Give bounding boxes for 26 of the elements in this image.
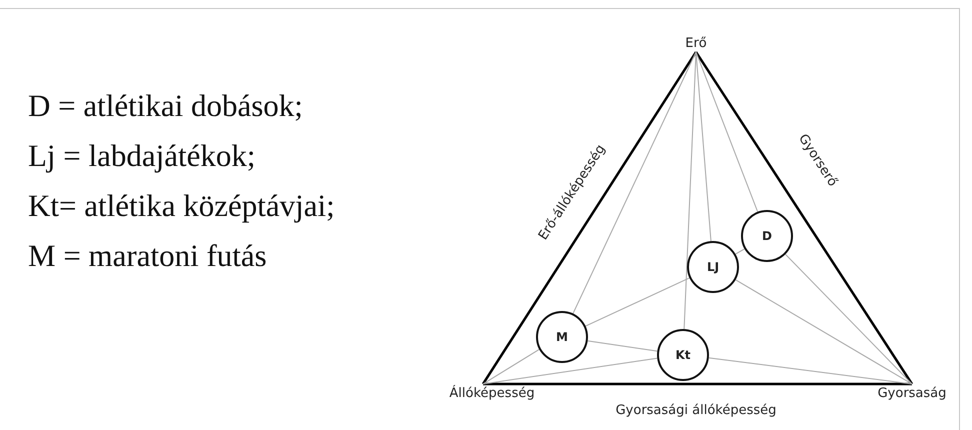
legend-text: M = maratoni futás	[28, 238, 267, 274]
connector-line	[708, 357, 912, 384]
connector-line	[585, 277, 690, 327]
triangle-side	[694, 51, 914, 385]
edge-label: Gyorsasági állóképesség	[616, 402, 776, 418]
connector-line	[735, 248, 745, 255]
vertex-label: Erő	[676, 34, 716, 52]
sport-circle: Kt	[657, 329, 709, 381]
connector-line	[587, 340, 658, 352]
vertex-label: Állóképesség	[442, 384, 542, 402]
connector-line	[735, 279, 912, 384]
legend-text: D = atlétikai dobások;	[28, 88, 303, 124]
triangle-side	[483, 382, 912, 386]
vertex-label: Gyorsaság	[868, 384, 956, 402]
legend-text: Lj = labdajátékok;	[28, 138, 256, 174]
legend-text: Kt= atlétika középtávjai;	[28, 188, 335, 224]
sport-circle: LJ	[687, 241, 739, 293]
sport-circle: M	[536, 311, 588, 363]
triangle-side	[482, 51, 698, 385]
connector-line	[696, 52, 758, 212]
sport-circle: D	[741, 210, 793, 262]
connector-line	[482, 358, 658, 384]
connector-line	[482, 348, 540, 384]
connector-line	[784, 254, 912, 384]
connector-line	[572, 52, 696, 314]
connector-line	[684, 52, 696, 330]
